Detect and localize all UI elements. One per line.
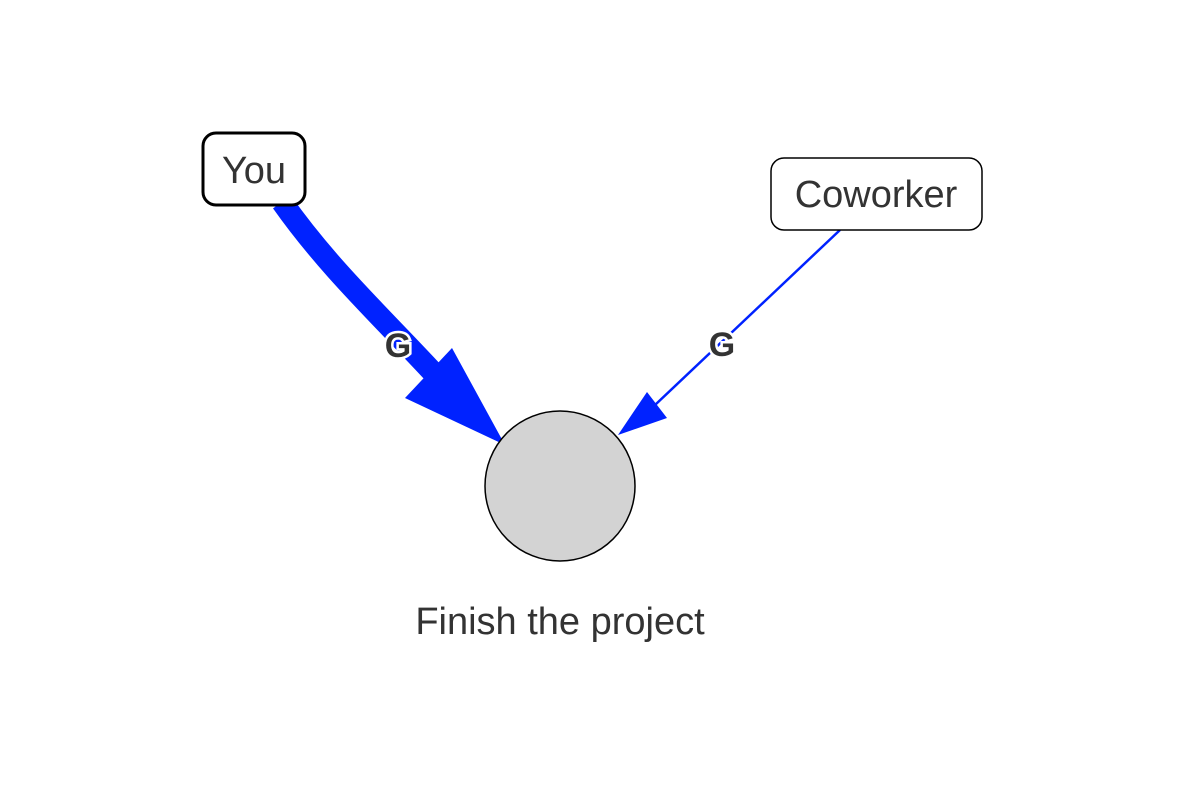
edge-coworker-to-goal: G xyxy=(618,229,841,435)
node-goal-circle xyxy=(484,410,636,562)
edge-coworker-arrowhead xyxy=(618,392,667,435)
node-you-label: You xyxy=(222,150,286,192)
node-coworker-box xyxy=(770,157,983,231)
node-you-box xyxy=(201,131,307,207)
edge-coworker-label: G xyxy=(709,326,735,364)
edge-you-to-goal: G xyxy=(273,195,505,445)
node-coworker[interactable]: Coworker xyxy=(770,157,983,231)
edge-you-line xyxy=(273,195,449,388)
node-you[interactable]: You xyxy=(201,131,307,207)
node-goal-label: Finish the project xyxy=(415,601,705,643)
node-coworker-label: Coworker xyxy=(795,174,958,216)
edge-coworker-line xyxy=(654,229,841,406)
edge-you-arrowhead xyxy=(405,348,505,445)
edge-you-label: G xyxy=(385,327,411,365)
node-goal[interactable]: Finish the project xyxy=(415,410,705,643)
